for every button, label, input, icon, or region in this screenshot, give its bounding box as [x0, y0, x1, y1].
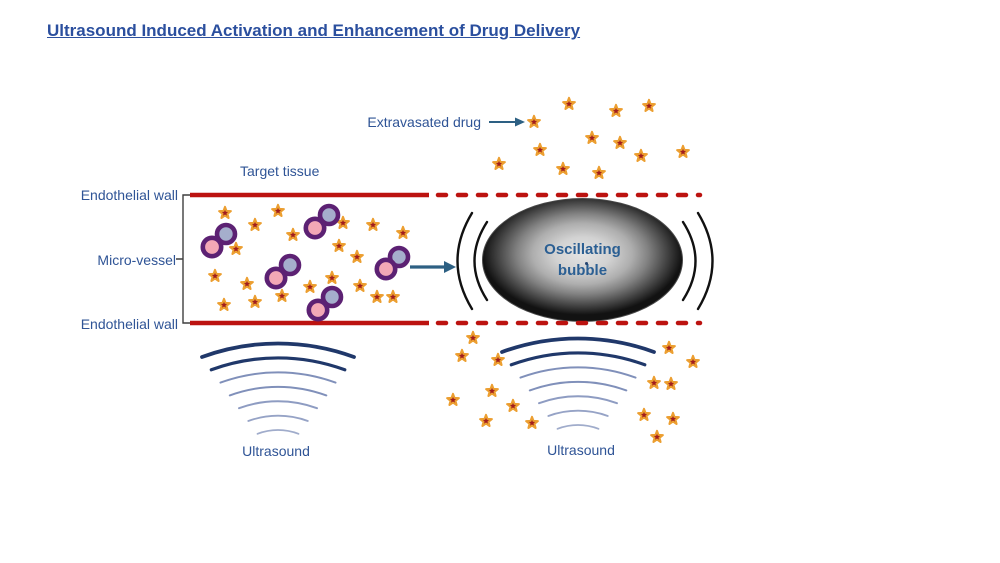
drug-star	[585, 130, 599, 144]
drug-star	[592, 165, 606, 179]
drug-star	[303, 279, 317, 293]
drug-star	[664, 376, 678, 390]
drug-star	[492, 156, 506, 170]
ultrasound-icons-layer	[200, 336, 656, 435]
oscillating-bubble-label: Oscillating bubble	[544, 241, 621, 279]
microbubble-blue-lobe	[387, 245, 411, 269]
drug-star	[353, 278, 367, 292]
drug-star	[248, 217, 262, 231]
drug-star	[647, 375, 661, 389]
drug-star	[370, 289, 384, 303]
drug-star	[525, 415, 539, 429]
drug-star	[248, 294, 262, 308]
microbubble-pink-lobe	[303, 216, 327, 240]
ultrasound-wave-arc	[500, 336, 656, 354]
ultrasound-wave-arc	[547, 409, 609, 417]
ultrasound-wave-arc	[519, 366, 637, 379]
microbubble	[374, 245, 411, 281]
drug-star	[350, 249, 364, 263]
microbubble	[306, 285, 344, 322]
drug-star	[533, 142, 547, 156]
extravasated-drug-label: Extravasated drug	[367, 114, 481, 130]
oscillation-arc-right-inner	[681, 220, 697, 302]
ultrasound-waves-icon	[500, 336, 656, 430]
microbubble	[200, 222, 238, 259]
microbubble-pink-lobe	[306, 298, 330, 322]
drug-star	[556, 161, 570, 175]
drug-star	[650, 429, 664, 443]
ultrasound-wave-arc	[528, 380, 628, 392]
oscillation-arc-right-outer	[696, 211, 714, 311]
drug-star	[240, 276, 254, 290]
ultrasound-left-label: Ultrasound	[242, 443, 310, 459]
drug-star	[455, 348, 469, 362]
oscillation-arc-left-outer	[456, 211, 474, 311]
microbubble-blue-lobe	[317, 203, 341, 227]
ultrasound-wave-arc	[256, 429, 300, 435]
microbubble-blue-lobe	[214, 222, 238, 246]
drug-star	[613, 135, 627, 149]
drug-star	[366, 217, 380, 231]
ultrasound-wave-arc	[238, 400, 318, 410]
drug-star	[446, 392, 460, 406]
drug-star	[686, 354, 700, 368]
microbubble	[264, 253, 302, 290]
micro-vessel-label: Micro-vessel	[97, 252, 176, 268]
microbubble-pink-lobe	[374, 257, 398, 281]
drug-star	[332, 238, 346, 252]
drug-star	[676, 144, 690, 158]
microbubble-blue-lobe	[278, 253, 302, 277]
drug-star	[666, 411, 680, 425]
extravasated-arrow-head	[515, 117, 525, 127]
drug-star	[662, 340, 676, 354]
ultrasound-wave-arc	[556, 424, 600, 430]
vessel-bracket	[176, 194, 190, 324]
drug-star	[271, 203, 285, 217]
drug-star	[485, 383, 499, 397]
drug-star	[642, 98, 656, 112]
drug-star	[386, 289, 400, 303]
endothelial-wall-top-label: Endothelial wall	[80, 187, 178, 203]
drug-star	[634, 148, 648, 162]
ultrasound-wave-arc	[200, 341, 356, 359]
drug-star	[466, 330, 480, 344]
ultrasound-wave-arc	[228, 385, 328, 397]
extravasated-drug-arrow	[489, 117, 525, 127]
ultrasound-wave-arc	[209, 356, 347, 372]
drug-star	[527, 114, 541, 128]
drug-star	[229, 241, 243, 255]
drug-star	[491, 352, 505, 366]
drug-star	[286, 227, 300, 241]
microbubble-pink-lobe	[200, 235, 224, 259]
drug-star	[218, 205, 232, 219]
drug-star	[396, 225, 410, 239]
endothelial-wall-bottom-label: Endothelial wall	[80, 316, 178, 332]
ultrasound-wave-arc	[219, 371, 337, 384]
drug-star	[637, 407, 651, 421]
flow-arrow	[410, 261, 456, 273]
microbubble	[303, 203, 341, 240]
drug-star	[562, 96, 576, 110]
flow-arrow-head	[444, 261, 456, 273]
target-tissue-label: Target tissue	[240, 163, 320, 179]
microbubble-blue-lobe	[320, 285, 344, 309]
drug-star	[506, 398, 520, 412]
ultrasound-wave-arc	[538, 395, 618, 405]
bubble-text-dot	[585, 262, 588, 265]
drug-star	[479, 413, 493, 427]
microbubble-pink-lobe	[264, 266, 288, 290]
drug-star	[275, 288, 289, 302]
oscillating-bubble: Oscillating bubble	[482, 198, 683, 322]
ultrasound-right-label: Ultrasound	[547, 442, 615, 458]
microbubbles-layer	[200, 203, 411, 322]
drug-star	[609, 103, 623, 117]
ultrasound-waves-icon	[200, 341, 356, 435]
drug-star	[208, 268, 222, 282]
drug-star	[336, 215, 350, 229]
ultrasound-wave-arc	[509, 351, 647, 367]
slide-title: Ultrasound Induced Activation and Enhanc…	[47, 21, 581, 40]
ultrasound-wave-arc	[247, 414, 309, 422]
drug-star	[325, 270, 339, 284]
drug-star	[217, 297, 231, 311]
